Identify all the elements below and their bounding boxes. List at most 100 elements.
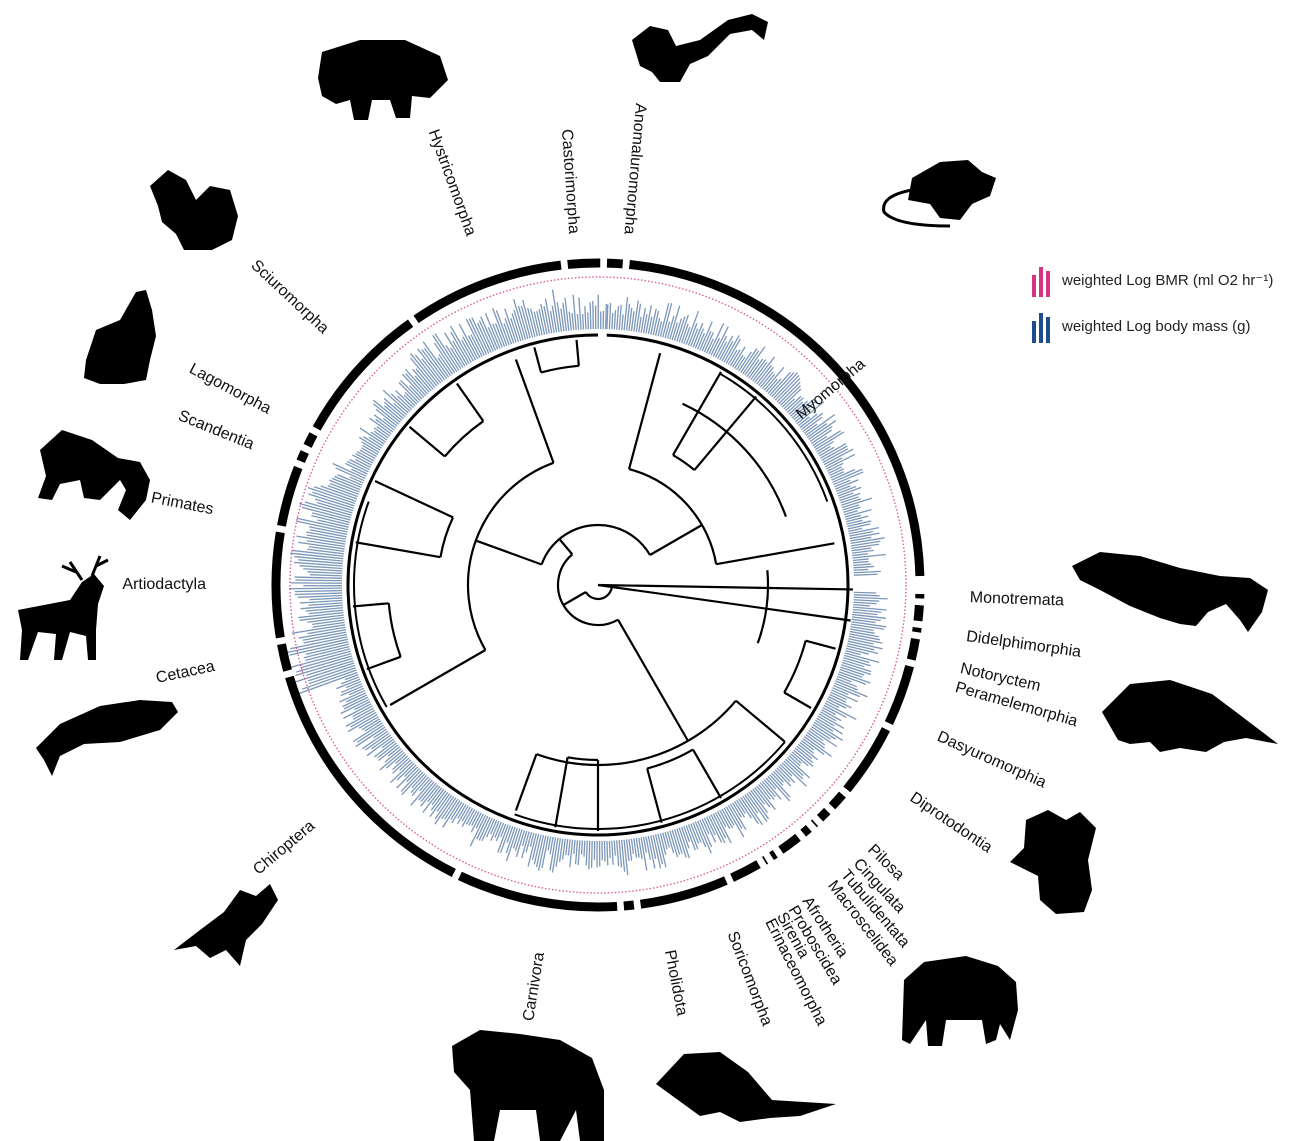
order-label: Cetacea	[154, 658, 216, 687]
order-label: Hystricomorpha	[425, 127, 479, 238]
tree-branch	[476, 541, 542, 565]
order-label: Lagomorpha	[186, 360, 273, 417]
tree-branch	[440, 517, 453, 557]
mass-bar	[726, 339, 740, 364]
mass-bar	[295, 593, 343, 594]
mass-bar	[578, 840, 580, 865]
mass-bar	[617, 306, 619, 330]
mass-bar	[298, 595, 342, 597]
mass-bar	[345, 675, 358, 680]
tree-branch	[457, 383, 483, 421]
mass-bar	[759, 784, 771, 799]
mass-bar	[607, 841, 608, 866]
mass-bar	[852, 554, 868, 556]
mass-bar	[309, 603, 343, 605]
order-segment	[641, 881, 726, 905]
mass-bar	[398, 396, 412, 409]
mass-bar	[612, 313, 613, 330]
tree-branch	[367, 657, 401, 669]
mass-bar	[786, 759, 804, 775]
mass-bar	[614, 310, 615, 329]
mass-bar	[566, 839, 568, 855]
order-segment	[832, 795, 843, 807]
mass-bar	[412, 777, 428, 796]
porcupine-icon	[318, 40, 448, 120]
order-segment	[607, 263, 623, 264]
mass-bar	[572, 313, 574, 330]
order-label: Carnivora	[520, 951, 548, 1022]
koala-icon	[1010, 810, 1096, 914]
pangolin-icon	[656, 1052, 836, 1122]
mass-bar	[589, 841, 590, 870]
tree-branch	[536, 701, 735, 765]
mass-bar	[317, 503, 352, 513]
mass-bar	[627, 839, 629, 860]
mass-bar	[396, 391, 414, 408]
tree-branch	[736, 701, 785, 742]
mass-bar	[606, 304, 607, 329]
mass-bar	[695, 822, 705, 847]
legend-mass-label: weighted Log body mass (g)	[1062, 318, 1250, 335]
mass-bar	[584, 841, 585, 857]
order-segment	[624, 905, 634, 906]
mass-bar	[577, 314, 578, 330]
mass-bar	[526, 832, 531, 852]
mass-bar	[854, 574, 878, 575]
mass-bar	[302, 507, 351, 520]
mass-bar	[310, 575, 342, 576]
tree-branch	[650, 525, 702, 555]
phylogenetic-tree	[348, 335, 853, 835]
mass-bar	[582, 841, 583, 855]
order-label: Didelphimorphia	[965, 628, 1082, 661]
order-segment	[847, 729, 886, 789]
order-segment	[629, 265, 919, 576]
mass-bar	[777, 768, 790, 782]
mass-bar	[639, 317, 641, 332]
order-segment	[281, 468, 298, 526]
mass-bar	[670, 306, 680, 340]
mass-bar	[583, 314, 584, 329]
mass-bar	[590, 302, 591, 329]
mass-bar	[853, 562, 868, 563]
mass-bar	[428, 786, 440, 801]
order-segment	[781, 837, 798, 850]
mass-bar	[797, 746, 812, 758]
tree-branch	[673, 372, 721, 455]
order-label: Primates	[150, 490, 215, 519]
mass-bar	[854, 569, 869, 570]
mass-bar	[819, 714, 844, 728]
mass-bar	[822, 710, 842, 721]
order-segment	[814, 823, 815, 824]
tree-branch	[577, 340, 579, 366]
mass-bar	[853, 566, 874, 567]
legend-row-bmr: weighted Log BMR (ml O2 hr⁻¹)	[1032, 262, 1273, 298]
order-segment	[568, 263, 601, 264]
mass-bar	[672, 323, 677, 340]
platypus-icon	[1072, 552, 1268, 632]
mass-bar	[353, 708, 373, 719]
tree-branch	[784, 641, 805, 693]
mass-bar	[651, 835, 656, 858]
order-segment	[276, 532, 280, 637]
mass-bar	[614, 840, 615, 855]
mass-bar	[337, 475, 362, 486]
tree-branch	[541, 366, 579, 373]
mass-bar	[853, 605, 870, 606]
mass-bar	[853, 602, 876, 604]
tree-branch	[563, 592, 586, 605]
whale-icon	[36, 700, 178, 776]
mass-bar	[836, 486, 850, 492]
tree-branch	[445, 421, 483, 456]
tree-branch	[390, 650, 485, 705]
elephant-icon	[902, 956, 1018, 1046]
mass-bar	[592, 841, 593, 868]
mass-bar	[631, 839, 633, 854]
mass-bar	[622, 314, 623, 330]
tree-branch	[618, 620, 688, 741]
mass-bar	[854, 592, 876, 593]
mass-bar	[412, 774, 425, 788]
mass-bar	[619, 305, 621, 330]
tree-branch	[568, 757, 598, 760]
order-segment	[301, 452, 305, 461]
mass-bar	[345, 463, 367, 474]
